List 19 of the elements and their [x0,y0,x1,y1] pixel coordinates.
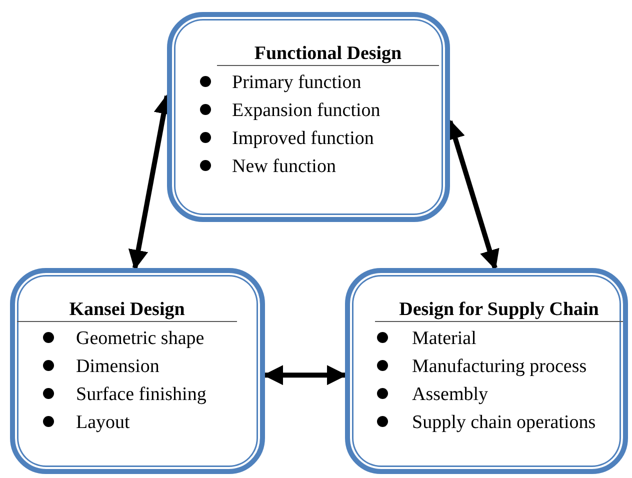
list-item: Expansion function [232,99,382,123]
heading: Functional Design [217,43,439,66]
list-item: Supply chain operations [412,411,597,435]
rounded-box [345,268,628,474]
list-item: Manufacturing process [412,355,588,379]
list-item: Assembly [412,383,489,407]
list-item: New function [232,155,337,179]
list-item: Material [412,327,478,351]
list-item: Dimension [76,355,160,379]
list-item: Layout [76,411,131,435]
heading: Kansei Design [17,299,237,322]
list-item: Primary function [232,71,362,95]
double-arrow [263,365,347,386]
heading: Design for Supply Chain [375,299,623,322]
rounded-box [10,268,265,474]
list-item: Surface finishing [76,383,208,407]
rounded-box [167,12,450,222]
list-item: Improved function [232,127,375,151]
list-item: Geometric shape [76,327,206,351]
